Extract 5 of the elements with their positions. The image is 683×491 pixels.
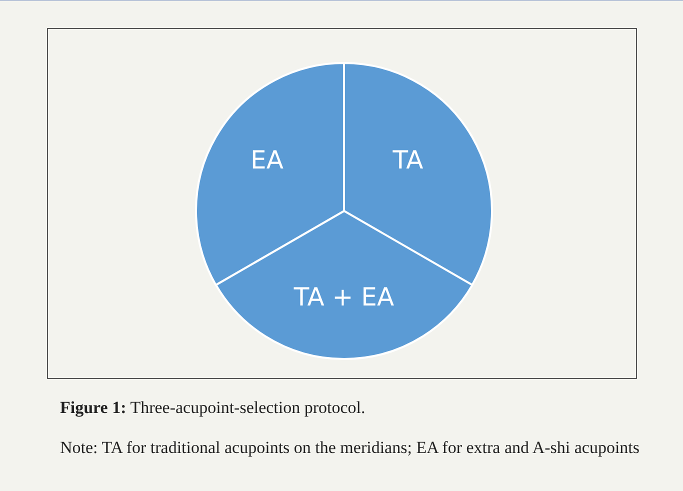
segment-label: TA + EA (294, 282, 394, 312)
segment-label: EA (250, 146, 284, 174)
note-text: Note: TA for traditional acupoints on the meridians; EA for extra and A-shi acupoints (60, 437, 641, 459)
segment-label: TA (392, 146, 424, 174)
figure-caption: Figure 1: Three-acupoint-selection protocol. (60, 398, 366, 418)
